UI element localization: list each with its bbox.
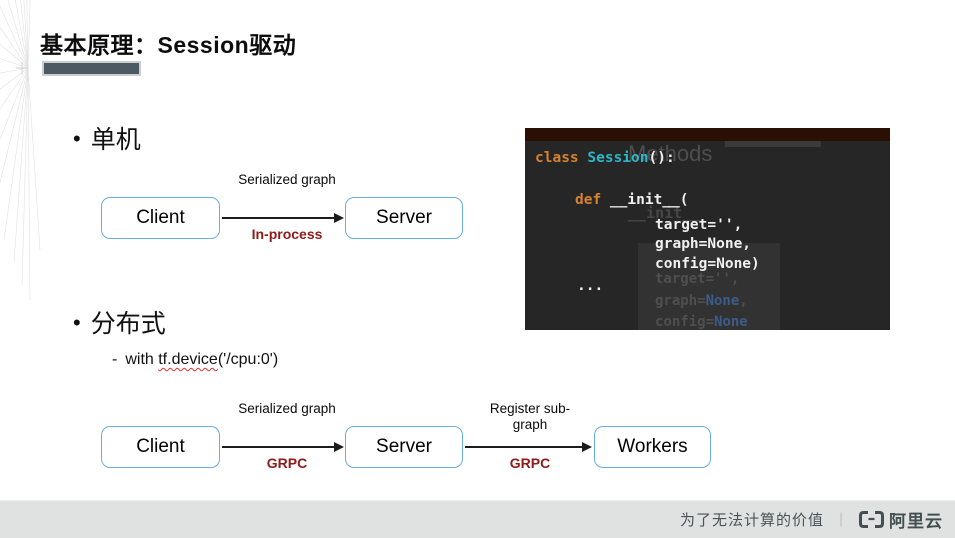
bullet-dot: • [73,126,81,151]
sub-bullet-prefix: with [125,351,159,368]
arrow-label: Register sub-graph [489,401,571,433]
client-node-label: Client [136,207,185,228]
ghost-strip [725,141,821,147]
code-keyword: class [535,150,588,166]
code-line-ellipsis: ... [577,278,604,294]
ghost-code-line: target='', [655,271,740,287]
client-node-label: Client [136,436,185,457]
server-node: Server [345,197,463,239]
code-line-graph: graph=None, [655,236,752,252]
page-title: 基本原理：Session驱动 [40,32,297,58]
arrow-label: Serialized graph [238,401,336,416]
code-line-config: config=None) [655,256,760,272]
ghost-token-none: None [714,314,748,330]
client-node: Client [101,197,220,239]
server-workers-arrow [465,446,583,448]
server-node: Server [345,426,463,468]
ghost-token: config= [655,314,715,330]
tf-device-code: tf.device [158,351,218,368]
code-line-class: class Session(): [535,150,675,166]
ghost-init-text: __init__ [628,204,701,222]
code-token: (): [648,150,675,166]
bullet-distributed: • 分布式 [73,304,166,340]
footer-slogan: 为了无法计算的价值 [679,512,824,529]
arrow-sublabel: GRPC [266,455,308,471]
arrow-sublabel: In-process [251,226,323,242]
server-node-label: Server [376,436,432,457]
left-decoration [0,0,41,300]
arrow-head-icon [582,442,592,452]
ghost-token: graph= [655,293,706,309]
client-server-arrow [222,217,335,219]
arrow-head-icon [334,213,344,223]
ghost-code-line: graph=None, [655,293,748,309]
client-node: Client [101,426,220,468]
code-keyword: def [575,192,610,208]
code-classname: Session [587,150,649,166]
alibaba-cloud-logo-icon [859,511,884,528]
footer-bar: 为了无法计算的价值 ｜ 阿里云 [0,500,955,538]
footer-brand: 阿里云 [889,512,943,531]
arrow-label: Serialized graph [238,172,336,187]
sub-bullet-tf-device: -with tf.device('/cpu:0') [112,351,278,369]
bullet-single-machine: • 单机 [73,120,141,156]
title-underline-bar [42,61,141,76]
code-line-target: target='', [655,217,743,233]
section1-label: 单机 [90,126,141,154]
code-panel-topbar [525,128,890,141]
ghost-code-rect [638,243,780,330]
arrow-head-icon [334,442,344,452]
code-line-def: def __init__( [575,192,689,208]
workers-node-label: Workers [617,436,688,457]
footer-separator: ｜ [834,511,848,528]
dash: - [112,351,118,368]
arrow-sublabel: GRPC [509,455,551,471]
client-server-arrow [222,446,335,448]
ghost-token-none: None [705,293,740,309]
sub-bullet-suffix: ('/cpu:0') [217,351,279,368]
ghost-methods-heading: Methods [628,141,713,166]
sparkle-icon [16,62,28,74]
bullet-dot: • [73,310,81,335]
section2-label: 分布式 [90,310,166,338]
ghost-code-line: config=None [655,314,748,330]
session-code-panel: Methods __init__ target='', graph=None, … [525,128,890,330]
ghost-token: , [739,293,748,309]
server-node-label: Server [376,207,432,228]
workers-node: Workers [594,426,711,468]
code-token: __init__( [609,192,689,208]
